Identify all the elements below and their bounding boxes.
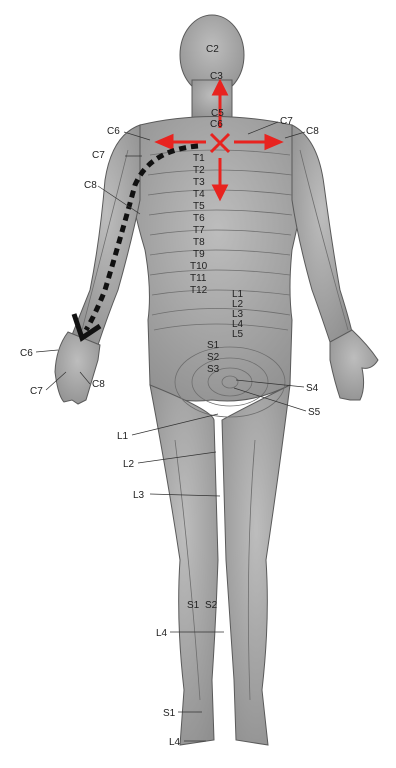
right-hand: [330, 330, 378, 400]
label-c3: C3: [210, 71, 223, 82]
label-c5: C5: [211, 108, 224, 119]
label-t6: T6: [193, 213, 205, 224]
label-s2: S2: [207, 352, 220, 363]
label-l2-leg: L2: [123, 459, 135, 470]
label-s1-leg: S1: [187, 600, 200, 611]
label-t8: T8: [193, 237, 205, 248]
label-s5: S5: [308, 407, 321, 418]
label-c7-right: C7: [280, 116, 293, 127]
left-hand: [55, 332, 100, 404]
label-l5: L5: [232, 329, 244, 340]
label-t2: T2: [193, 165, 205, 176]
label-t11: T11: [190, 273, 207, 284]
label-t12: T12: [190, 285, 208, 296]
label-c6-left: C6: [107, 126, 120, 137]
label-s4: S4: [306, 383, 319, 394]
right-leg: [222, 385, 290, 745]
label-t3: T3: [193, 177, 205, 188]
label-s3: S3: [207, 364, 220, 375]
left-arm: [72, 125, 140, 345]
label-t7: T7: [193, 225, 205, 236]
label-c8-arm: C8: [84, 180, 97, 191]
label-c6-hand: C6: [20, 348, 33, 359]
label-t10: T10: [190, 261, 208, 272]
label-l4-leg: L4: [156, 628, 168, 639]
label-t5: T5: [193, 201, 205, 212]
label-c6-neck: C6: [210, 119, 223, 130]
label-t4: T4: [193, 189, 205, 200]
label-l4-foot: L4: [169, 737, 181, 748]
label-s2-leg: S2: [205, 600, 218, 611]
label-l1-leg: L1: [117, 431, 129, 442]
label-c8-right: C8: [306, 126, 319, 137]
label-s1: S1: [207, 340, 220, 351]
label-t1: T1: [193, 153, 205, 164]
left-leg: [150, 385, 218, 745]
label-c7-hand: C7: [30, 386, 43, 397]
label-c7-arm: C7: [92, 150, 105, 161]
label-s1-foot: S1: [163, 708, 176, 719]
label-t9: T9: [193, 249, 205, 260]
label-c2: C2: [206, 44, 219, 55]
label-c8-hand: C8: [92, 379, 105, 390]
label-l3-leg: L3: [133, 490, 145, 501]
